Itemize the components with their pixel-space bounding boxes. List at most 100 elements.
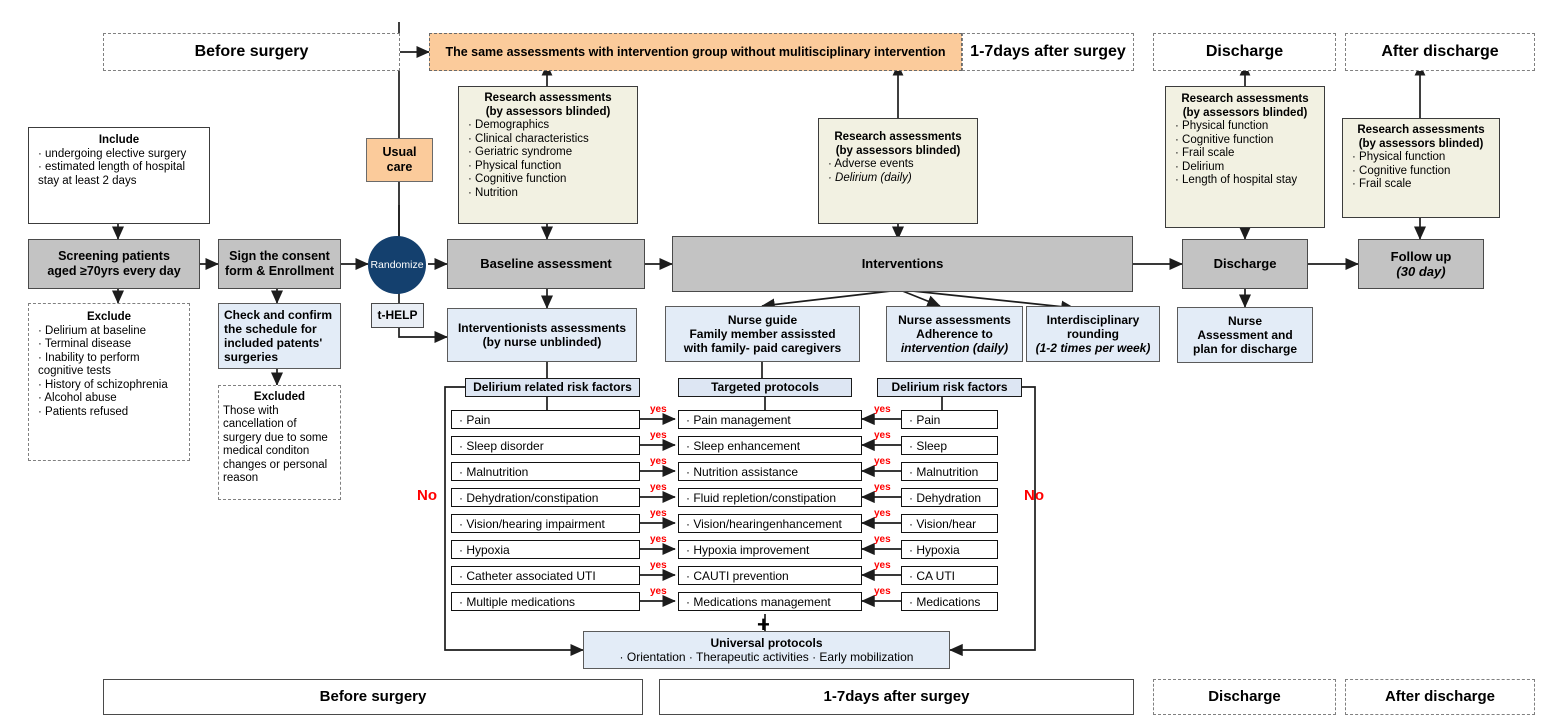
research-item: · Adverse events	[828, 158, 914, 171]
timeline-label: Discharge	[1205, 42, 1284, 60]
timeline-top-same-assessments: The same assessments with intervention g…	[429, 33, 962, 71]
yes-label: yes	[650, 508, 667, 519]
mid-table-row: · CAUTI prevention	[678, 566, 862, 585]
interdisciplinary-line-1: Interdisciplinary	[1046, 312, 1140, 327]
mid-table-row: · Hypoxia improvement	[678, 540, 862, 559]
nurse-guide-line-3: with family- paid caregivers	[683, 341, 842, 356]
include-item: · estimated length of hospital	[38, 161, 186, 174]
t-help-box: t-HELP	[371, 303, 424, 328]
follow-up-line-2: (30 day)	[1396, 264, 1446, 279]
research-assessments-discharge: Research assessments (by assessors blind…	[1165, 86, 1325, 228]
research-item: · Cognitive function	[1352, 164, 1451, 177]
timeline-bottom-before-surgery: Before surgery	[103, 679, 643, 715]
follow-up-box: Follow up (30 day)	[1358, 239, 1484, 289]
timeline-top-1-7days: 1-7days after surgey	[962, 33, 1134, 71]
screening-line-1: Screening patients	[58, 249, 170, 264]
research-item: · Physical function	[1352, 151, 1446, 164]
row-label: · Malnutrition	[459, 464, 529, 479]
timeline-top-after-discharge: After discharge	[1345, 33, 1535, 71]
mid-table-row: · Medications management	[678, 592, 862, 611]
no-label-right: No	[1024, 487, 1044, 504]
nurse-discharge-line-1: Nurse	[1227, 313, 1262, 328]
research-item: · Cognitive function	[1175, 133, 1274, 146]
right-table-row: · Malnutrition	[901, 462, 998, 481]
interventions-box: Interventions	[672, 236, 1133, 292]
right-table-row: · CA UTI	[901, 566, 998, 585]
yes-label: yes	[874, 482, 891, 493]
mid-table-header: Targeted protocols	[678, 378, 852, 397]
research-item: · Length of hospital stay	[1175, 174, 1298, 187]
research-title-1: Research assessments	[834, 131, 962, 143]
excluded-title: Excluded	[253, 391, 306, 403]
left-table-row: · Malnutrition	[451, 462, 640, 481]
yes-label: yes	[874, 560, 891, 571]
right-table-header-label: Delirium risk factors	[891, 380, 1008, 395]
universal-title: Universal protocols	[710, 635, 823, 650]
include-title: Include	[98, 134, 140, 146]
interdisciplinary-line-3: (1-2 times per week)	[1035, 341, 1151, 356]
research-title-1: Research assessments	[1357, 124, 1485, 136]
row-label: · Malnutrition	[909, 464, 979, 479]
yes-label: yes	[874, 456, 891, 467]
timeline-label: The same assessments with intervention g…	[445, 44, 946, 59]
row-label: · Hypoxia	[459, 542, 510, 557]
research-title-2: (by assessors blinded)	[485, 105, 611, 118]
exclude-item: · Inability to perform	[38, 351, 140, 364]
mid-table-row: · Nutrition assistance	[678, 462, 862, 481]
left-table-header-label: Delirium related risk factors	[473, 380, 632, 395]
row-label: · Sleep disorder	[459, 438, 544, 453]
row-label: · Hypoxia improvement	[686, 542, 810, 557]
consent-line-1: Sign the consent	[229, 249, 330, 264]
timeline-bottom-discharge: Discharge	[1153, 679, 1336, 715]
usual-care-box: Usual care	[366, 138, 433, 182]
check-confirm-box: Check and confirm the schedule for inclu…	[218, 303, 341, 369]
research-title-1: Research assessments	[1181, 93, 1309, 105]
row-label: · Vision/hear	[909, 516, 977, 531]
right-table-header: Delirium risk factors	[877, 378, 1022, 397]
usual-care-line-1: Usual	[382, 145, 417, 160]
exclude-box: Exclude · Delirium at baseline · Termina…	[28, 303, 190, 461]
research-assessments-intervention: Research assessments (by assessors blind…	[818, 118, 978, 224]
row-label: · Fluid repletion/constipation	[686, 490, 837, 505]
timeline-label: After discharge	[1381, 42, 1499, 60]
research-item: · Nutrition	[468, 186, 518, 199]
research-item: · Frail scale	[1352, 178, 1412, 191]
row-label: · Dehydration/constipation	[459, 490, 599, 505]
consent-line-2: form & Enrollment	[224, 264, 335, 278]
nurse-discharge-line-2: Assessment and	[1197, 327, 1293, 342]
row-label: · Sleep	[909, 438, 948, 453]
mid-table-row: · Sleep enhancement	[678, 436, 862, 455]
yes-label: yes	[650, 456, 667, 467]
research-assessments-baseline: Research assessments (by assessors blind…	[458, 86, 638, 224]
baseline-assessment-box: Baseline assessment	[447, 239, 645, 289]
yes-label: yes	[874, 508, 891, 519]
left-table-row: · Hypoxia	[451, 540, 640, 559]
left-table-row: · Multiple medications	[451, 592, 640, 611]
row-label: · Nutrition assistance	[686, 464, 799, 479]
row-label: · Multiple medications	[459, 594, 576, 609]
yes-label: yes	[650, 534, 667, 545]
include-box: Include · undergoing elective surgery · …	[28, 127, 210, 224]
research-item: · Delirium (daily)	[828, 171, 912, 184]
timeline-label: Discharge	[1208, 688, 1281, 706]
exclude-item: · History of schizophrenia	[38, 378, 168, 391]
left-table-header: Delirium related risk factors	[465, 378, 640, 397]
sign-consent-box: Sign the consent form & Enrollment	[218, 239, 341, 289]
nurse-assessments-line-2: Adherence to	[916, 326, 993, 341]
row-label: · Pain management	[686, 412, 791, 427]
right-table-row: · Medications	[901, 592, 998, 611]
timeline-label: 1-7days after surgey	[970, 42, 1126, 60]
left-table-row: · Dehydration/constipation	[451, 488, 640, 507]
universal-protocols-box: Universal protocols · Orientation · Ther…	[583, 631, 950, 669]
timeline-top-discharge: Discharge	[1153, 33, 1336, 71]
include-item: stay at least 2 days	[38, 174, 137, 187]
mid-table-header-label: Targeted protocols	[711, 380, 819, 395]
yes-label: yes	[874, 430, 891, 441]
left-table-row: · Catheter associated UTI	[451, 566, 640, 585]
yes-label: yes	[874, 534, 891, 545]
follow-up-line-1: Follow up	[1390, 248, 1452, 264]
nurse-guide-line-2: Family member assissted	[689, 326, 836, 341]
yes-label: yes	[650, 560, 667, 571]
excluded-text: Those with cancellation of surgery due t…	[223, 404, 328, 485]
